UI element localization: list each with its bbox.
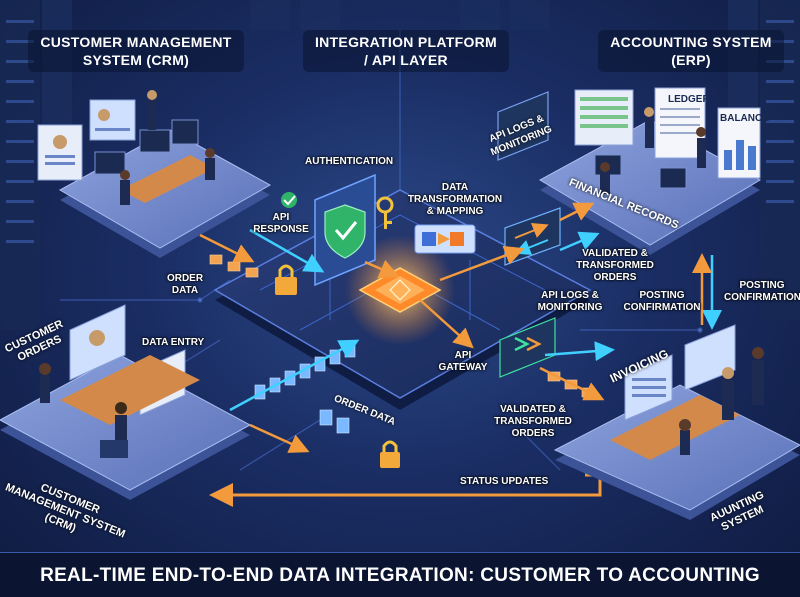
padlock-icon-bottom <box>380 440 400 468</box>
person-icon <box>120 180 130 205</box>
sync-panel <box>504 207 561 266</box>
header-crm: CUSTOMER MANAGEMENT SYSTEM (CRM) <box>28 30 244 72</box>
label-posting-confirmation-right: POSTING CONFIRMATION <box>724 280 800 303</box>
person-icon <box>722 380 734 420</box>
authentication-shield-module <box>281 173 394 287</box>
footer-banner: REAL-TIME END-TO-END DATA INTEGRATION: C… <box>0 552 800 597</box>
label-ledger: LEDGER <box>668 94 710 105</box>
shield-icon <box>324 204 366 259</box>
presentation-screen-icon <box>89 99 136 141</box>
footer-title: REAL-TIME END-TO-END DATA INTEGRATION: C… <box>40 564 760 586</box>
label-status-updates: STATUS UPDATES <box>460 476 549 487</box>
check-icon <box>281 192 297 208</box>
person-icon <box>680 430 690 455</box>
person-icon <box>697 138 706 168</box>
document-stream-left <box>209 254 259 278</box>
crm-platform-top <box>37 90 272 258</box>
header-integration-platform: INTEGRATION PLATFORM / API LAYER <box>303 30 509 72</box>
header-erp: ACCOUNTING SYSTEM (ERP) <box>598 30 784 72</box>
label-order-data-left: ORDER DATA <box>166 273 204 296</box>
erp-platform-top <box>538 87 762 255</box>
transformation-card <box>414 224 476 254</box>
padlock-icon-left <box>275 264 297 295</box>
crm-platform-bottom <box>0 304 252 500</box>
label-api-response: API RESPONSE <box>253 212 309 235</box>
erp-platform-bottom <box>553 324 800 520</box>
person-icon <box>115 415 127 447</box>
api-logs-panel <box>497 91 549 161</box>
scene-illustration <box>0 0 800 520</box>
person-icon <box>600 172 610 194</box>
ledger-book-icon <box>654 87 706 159</box>
label-api-logs-mid: API LOGS & MONITORING <box>537 290 603 313</box>
label-posting-confirmation-mid: POSTING CONFIRMATION <box>623 290 701 313</box>
person-icon <box>40 375 50 403</box>
person-icon <box>148 100 156 130</box>
server-racks-top <box>250 0 550 30</box>
person-icon <box>645 118 654 148</box>
label-balance: BALANCE <box>720 113 769 124</box>
person-icon <box>205 158 215 180</box>
person-icon <box>752 360 764 405</box>
label-api-gateway: API GATEWAY <box>438 350 488 373</box>
label-data-entry: DATA ENTRY <box>142 337 205 348</box>
flow-arrows <box>199 202 722 453</box>
profile-card-icon <box>37 124 83 181</box>
document-icons-order <box>319 409 350 434</box>
label-data-transformation: DATA TRANSFORMATION & MAPPING <box>407 182 503 217</box>
label-authentication: AUTHENTICATION <box>305 156 394 167</box>
label-validated-bottom: VALIDATED & TRANSFORMED ORDERS <box>494 404 572 439</box>
label-validated-top: VALIDATED & TRANSFORMED ORDERS <box>576 248 654 283</box>
